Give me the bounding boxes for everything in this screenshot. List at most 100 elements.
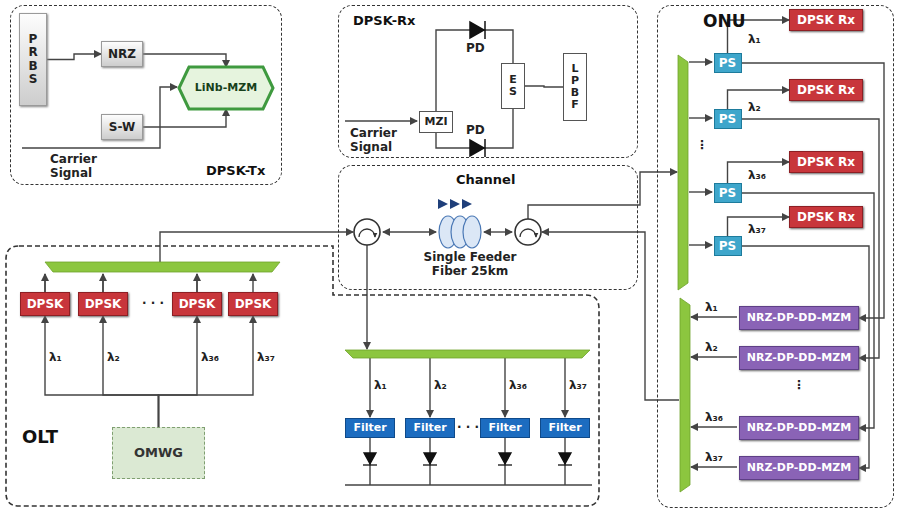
pd-label: PD <box>466 41 485 55</box>
box-label: DPSK Rx <box>797 83 855 97</box>
wavelength-label: λ₂ <box>107 350 120 364</box>
modulator-box: NRZ-DP-DD-MZM <box>739 306 859 330</box>
upstream-link <box>366 245 367 349</box>
box-label: Filter <box>488 421 521 435</box>
dpsk-box: DPSK <box>228 292 278 316</box>
modulator-box: NRZ-DP-DD-MZM <box>739 456 859 480</box>
box-label: PRBS <box>27 33 39 86</box>
box-label: S-W <box>109 120 135 134</box>
box-label: PS <box>719 239 736 253</box>
box-label: OMWG <box>134 446 183 460</box>
filter-box: Filter <box>345 418 395 438</box>
splitter-box: PS <box>714 236 742 256</box>
fiber-label: Single Feeder Fiber 25km <box>405 250 535 278</box>
connector <box>143 109 226 127</box>
box-label: DPSK <box>85 297 122 311</box>
connector <box>728 162 790 183</box>
region-heading: ONU <box>703 14 745 28</box>
box-label: PS <box>719 112 736 126</box>
fiber-spool <box>438 199 481 248</box>
wavelength-label: λ₃₆ <box>201 350 219 364</box>
dashed-region: ONU PS PS PS PS DPSK Rx DPSK Rx DPSK Rx DPSK Rx N… <box>657 5 894 508</box>
upstream-link <box>542 232 679 400</box>
modulator-box: NRZ-DP-DD-MZM <box>739 346 859 370</box>
downstream-link <box>528 172 677 219</box>
wavelength-label: λ₃₇ <box>748 222 766 236</box>
filter-box: Filter <box>480 418 530 438</box>
dpsk-box: DPSK Rx <box>789 9 863 31</box>
ellipsis: · · · <box>136 296 170 310</box>
box-label: DPSK Rx <box>797 210 855 224</box>
wavelength-label: λ₂ <box>434 378 447 392</box>
receiver-box: MZI <box>419 111 453 133</box>
splitter-box: PS <box>714 183 742 203</box>
wavelength-label: λ₂ <box>748 100 761 114</box>
ellipsis: ⋮ <box>792 378 806 392</box>
fiber-arrow <box>383 231 436 232</box>
fiber-arrow <box>484 231 512 232</box>
box-label: DPSK <box>27 297 64 311</box>
box-label: MZI <box>424 115 447 129</box>
box-label: LiNb-MZM <box>195 81 257 95</box>
box-label: NRZ-DP-DD-MZM <box>747 311 852 325</box>
box-label: Filter <box>548 421 581 435</box>
box-label: NRZ-DP-DD-MZM <box>747 351 852 365</box>
detector-bus <box>345 438 592 485</box>
wavelength-label: λ₃₇ <box>705 450 723 464</box>
region-heading: OLT <box>22 430 58 444</box>
box-label: DPSK Rx <box>797 13 855 27</box>
connector <box>159 316 254 427</box>
box-label: DPSK <box>235 297 272 311</box>
box-label: PS <box>719 186 736 200</box>
signal-label: Carrier Signal <box>50 152 112 180</box>
connector <box>525 86 563 87</box>
wavelength-label: λ₃₆ <box>748 168 766 182</box>
box-label: DPSK Rx <box>797 155 855 169</box>
box-label: LPBF <box>570 63 581 111</box>
splitter-box: PS <box>714 53 742 73</box>
downstream-link <box>160 232 353 262</box>
wavelength-label: λ₃₇ <box>569 378 587 392</box>
carrier-line <box>345 120 417 121</box>
splitter-box: PS <box>714 109 742 129</box>
wavelength-label: λ₁ <box>49 350 62 364</box>
module-box: PRBS <box>19 13 47 106</box>
module-box: NRZ <box>101 41 143 67</box>
dashed-region: OLT DPSK DPSK DPSK DPSK OMWG Filter Filter Filte… <box>5 245 600 507</box>
modulator-hexagon: LiNb-MZM <box>179 67 273 109</box>
connector <box>143 54 226 67</box>
dpsk-box: DPSK <box>78 292 128 316</box>
wavelength-label: λ₃₆ <box>705 410 723 424</box>
mux-bar <box>45 55 690 492</box>
module-box: S-W <box>101 114 143 140</box>
box-label: NRZ-DP-DD-MZM <box>747 461 852 475</box>
connector <box>742 63 885 318</box>
region-heading: DPSK-Rx <box>353 14 415 28</box>
connector <box>47 54 101 60</box>
modulator-box: NRZ-DP-DD-MZM <box>739 416 859 440</box>
wavelength-label: λ₁ <box>705 300 718 314</box>
connector <box>728 217 790 236</box>
wavelength-label: λ₁ <box>748 32 761 46</box>
photodiode-symbol <box>363 453 572 465</box>
box-label: Filter <box>353 421 386 435</box>
filter-box: Filter <box>540 418 590 438</box>
dpsk-box: DPSK Rx <box>789 79 863 101</box>
region-heading: DPSK-Tx <box>206 164 265 178</box>
dpsk-box: DPSK <box>172 292 222 316</box>
pd-label: PD <box>466 123 485 137</box>
connector <box>103 316 159 427</box>
receiver-box: ES <box>501 63 525 109</box>
connector <box>159 316 198 427</box>
wavelength-label: λ₁ <box>374 378 387 392</box>
box-label: NRZ <box>108 47 136 61</box>
region-border <box>6 246 599 506</box>
dpsk-box: DPSK Rx <box>789 151 863 173</box>
source-box: OMWG <box>112 427 205 479</box>
wavelength-label: λ₃₆ <box>509 378 527 392</box>
box-label: DPSK <box>179 297 216 311</box>
ellipsis: ⋮ <box>696 138 708 152</box>
filter-box: Filter <box>405 418 455 438</box>
wavelength-label: λ₃₇ <box>257 350 275 364</box>
